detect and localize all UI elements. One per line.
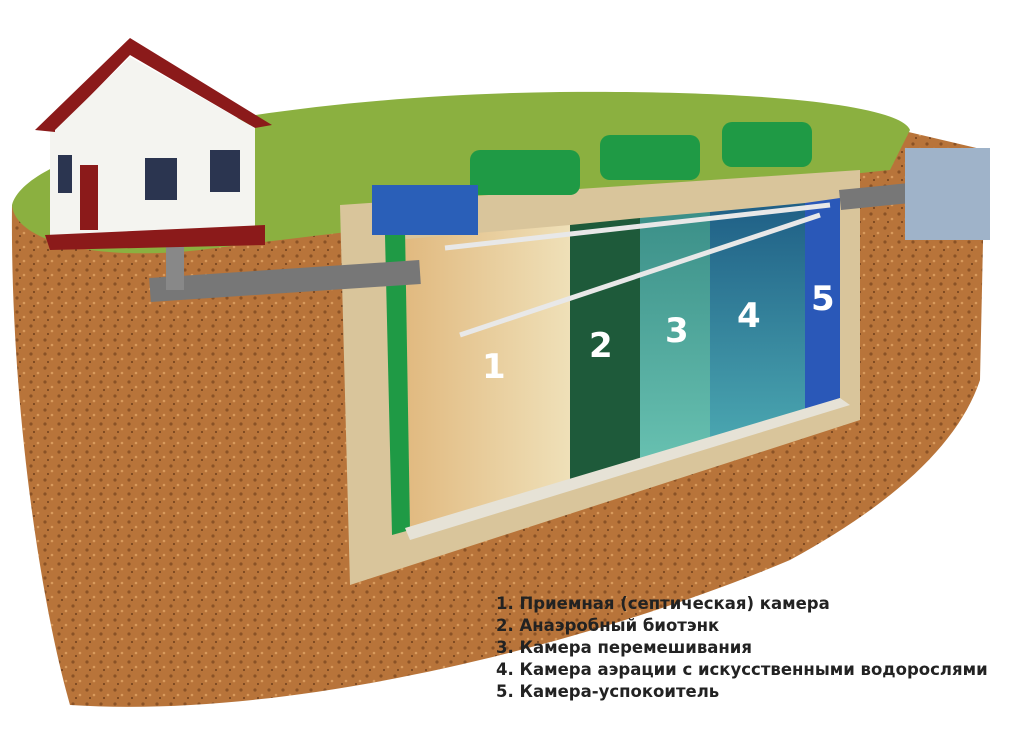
compressor-box <box>372 185 478 235</box>
legend-item-5: 5. Камера-успокоитель <box>496 682 720 701</box>
chamber-number-4: 4 <box>737 296 761 336</box>
chamber-number-1: 1 <box>482 347 506 387</box>
legend-item-2: 2. Анаэробный биотэнк <box>496 616 720 635</box>
house-icon <box>35 38 272 250</box>
tank-wall <box>385 228 410 535</box>
gravel-filter <box>905 148 990 240</box>
chamber-number-2: 2 <box>589 326 613 366</box>
air-pipe <box>444 202 831 338</box>
chamber-number-5: 5 <box>811 279 835 319</box>
chamber-1 <box>395 225 570 528</box>
legend-item-4: 4. Камера аэрации с искусственными водор… <box>496 660 988 679</box>
chamber-5 <box>805 198 840 410</box>
chamber-2 <box>570 218 640 480</box>
tank-lids <box>470 122 812 195</box>
chamber-3 <box>640 212 710 458</box>
legend: 1. Приемная (септическая) камера 2. Анаэ… <box>496 593 988 703</box>
inlet-pipe <box>149 260 421 302</box>
tank-floor <box>405 398 850 540</box>
legend-item-3: 3. Камера перемешивания <box>496 638 752 657</box>
legend-item-1: 1. Приемная (септическая) камера <box>496 594 830 613</box>
chamber-4 <box>710 203 805 440</box>
chamber-number-3: 3 <box>665 311 689 351</box>
